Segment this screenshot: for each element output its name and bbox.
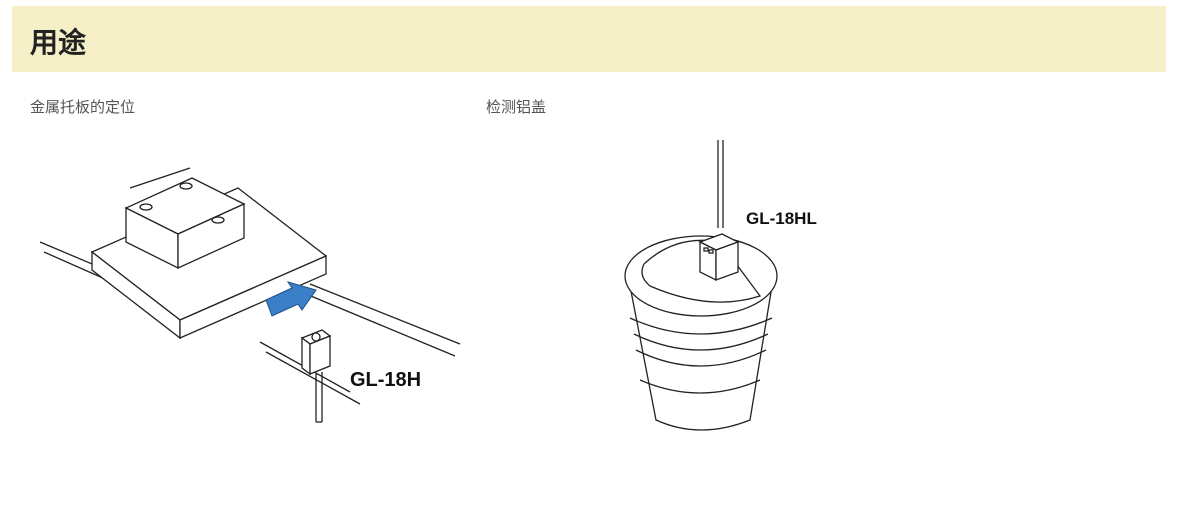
pallet-positioning-illustration: GL-18H (39, 167, 461, 423)
section-title: 用途 (30, 26, 87, 59)
cap-detection-illustration: GL-18HL (624, 140, 817, 431)
detection-arrow-icon (265, 281, 317, 317)
sensor-model-label-left: GL-18H (350, 369, 421, 391)
application-caption-pallet: 金属托板的定位 (30, 98, 136, 116)
application-caption-cap: 检测铝盖 (486, 98, 547, 116)
section-header: 用途 (12, 6, 1166, 72)
sensor-model-label-right: GL-18HL (746, 209, 817, 228)
